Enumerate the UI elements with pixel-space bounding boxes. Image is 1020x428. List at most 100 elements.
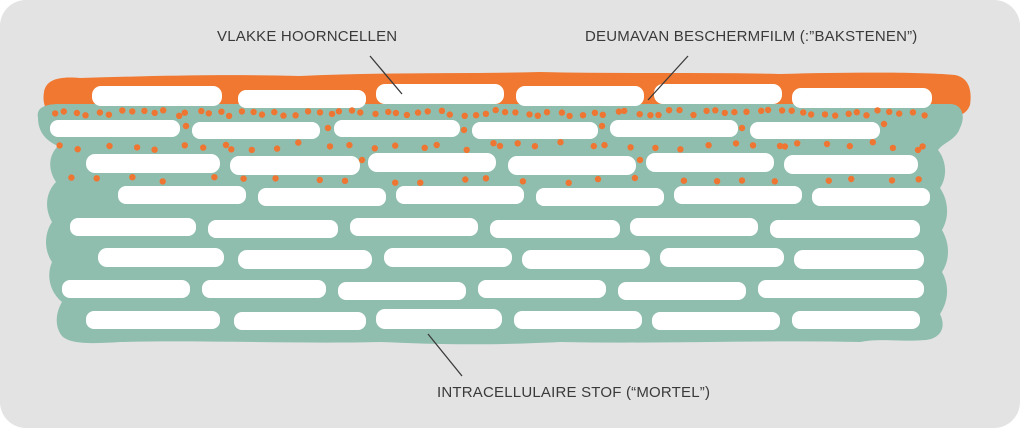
lipid-dot (392, 179, 399, 186)
leader-line-mortar (427, 333, 463, 377)
lipid-dot (211, 174, 218, 181)
lipid-dot (273, 145, 281, 152)
lipid-dot (96, 109, 104, 116)
lipid-dot (218, 108, 225, 115)
horny-cell (70, 218, 196, 236)
lipid-dot (558, 109, 566, 116)
label-flat-horny-cells: VLAKKE HOORNCELLEN (217, 28, 398, 45)
lipid-dot (832, 112, 839, 119)
horny-cell (396, 186, 524, 204)
horny-cell (654, 84, 782, 104)
lipid-dot (738, 177, 746, 184)
lipid-dot (472, 112, 480, 119)
lipid-dot (271, 108, 278, 116)
lipid-dot (462, 176, 469, 183)
lipid-dot (655, 111, 662, 119)
lipid-dot (119, 107, 126, 114)
top-cell-row (92, 84, 932, 108)
lipid-dot (372, 110, 379, 118)
lipid-dot (482, 175, 490, 182)
lipid-dot (106, 142, 113, 150)
lipid-dot (60, 108, 67, 115)
lipid-dot (519, 178, 527, 185)
horny-cell (234, 312, 366, 330)
lipid-dot (392, 142, 399, 149)
lipid-dot (758, 107, 765, 115)
horny-cell (792, 88, 932, 108)
horny-cell (646, 153, 774, 172)
lipid-dot (823, 140, 831, 148)
horny-cell (86, 311, 220, 329)
lipid-dot (615, 108, 623, 115)
lipid-dot (438, 107, 446, 115)
lipid-dot (460, 126, 468, 134)
lipid-dot (358, 156, 366, 164)
lipid-dot (272, 175, 279, 182)
lipid-dot (788, 107, 795, 114)
lipid-dot (771, 178, 778, 185)
lipid-dot (326, 143, 334, 150)
lipid-dot (598, 122, 606, 130)
lipid-dot (514, 140, 521, 147)
lipid-dot (889, 144, 897, 152)
lipid-dot (512, 109, 519, 116)
lipid-dot (151, 109, 158, 117)
lipid-dot (914, 146, 922, 154)
leader-line-flat-cells (369, 55, 403, 95)
lipid-dot (240, 175, 247, 182)
lipid-dot (335, 108, 343, 115)
lipid-dot (676, 106, 683, 114)
horny-cell (784, 155, 918, 174)
horny-cell (238, 90, 366, 108)
lipid-dot (621, 107, 628, 115)
lipid-dot (181, 142, 188, 149)
lipid-dot (909, 109, 917, 116)
lipid-dot (295, 139, 302, 146)
horny-cell (62, 280, 190, 298)
lipid-dot (414, 109, 422, 116)
lipid-dot (68, 174, 75, 181)
horny-cell (92, 86, 222, 106)
horny-cell (50, 120, 180, 137)
lipid-dot (594, 175, 602, 183)
lipid-dot (304, 108, 312, 115)
horny-cell (258, 188, 386, 206)
lipid-dot (403, 111, 411, 119)
lipid-dot (200, 144, 207, 151)
lipid-dot (82, 112, 89, 119)
lipid-dot (346, 141, 353, 149)
lipid-dot (357, 109, 364, 116)
lipid-dot (721, 109, 728, 117)
horny-cell (660, 248, 784, 267)
lipid-dot (869, 139, 876, 146)
lipid-dot (680, 177, 688, 184)
leader-line-film (647, 55, 689, 101)
horny-cell (522, 250, 650, 269)
horny-cell (770, 220, 920, 238)
lipid-dot (807, 111, 815, 118)
lipid-dot (433, 141, 440, 149)
lipid-dot (526, 111, 533, 118)
lipid-dot (703, 107, 710, 115)
lipid-dot (74, 146, 81, 153)
lipid-dot (781, 143, 789, 150)
lipid-dot (160, 107, 167, 114)
lipid-dot (896, 110, 903, 117)
lipid-dot (348, 107, 356, 114)
lipid-dot (421, 144, 428, 151)
horny-cell (478, 280, 606, 298)
lipid-dot (182, 122, 190, 130)
lipid-dot (176, 112, 183, 120)
horny-cell (238, 250, 372, 269)
horny-cell (334, 120, 460, 137)
lipid-dot (324, 124, 332, 132)
lipid-dot (677, 146, 684, 153)
lipid-dot (636, 111, 643, 118)
lipid-dot (853, 109, 860, 116)
horny-cell (812, 188, 930, 206)
lipid-dot (712, 107, 719, 114)
lipid-dot (222, 141, 230, 149)
lipid-dot (93, 175, 100, 182)
lipid-dot (141, 107, 148, 115)
horny-cell (368, 153, 496, 172)
